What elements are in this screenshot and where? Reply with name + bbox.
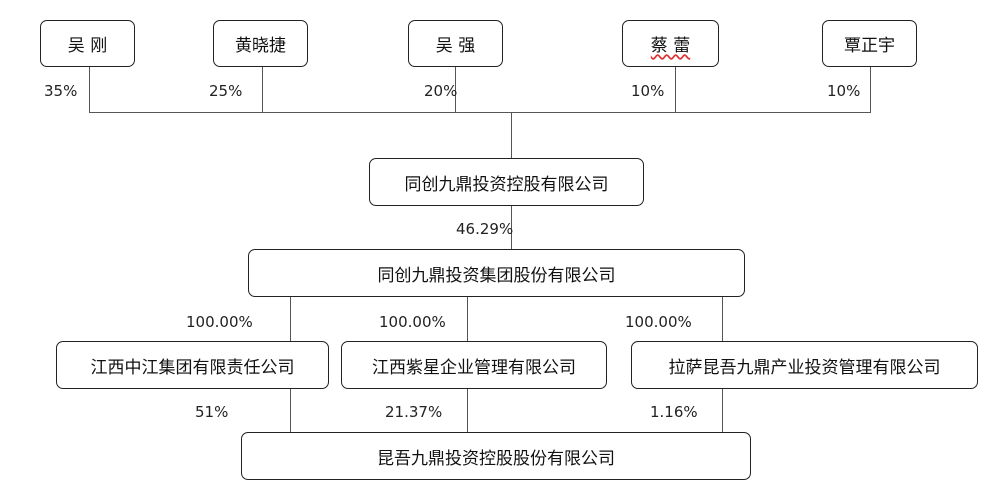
connector-line (290, 297, 291, 341)
shareholder-box: 吴 刚 (40, 20, 135, 67)
group-to-subsidiary-pct: 100.00% (186, 313, 253, 331)
holding-company-box: 同创九鼎投资控股有限公司 (369, 158, 644, 206)
shareholder-box: 蔡 蕾 (622, 20, 719, 67)
connector-line (722, 297, 723, 341)
connector-line (722, 389, 723, 432)
shareholder-pct: 10% (827, 82, 861, 100)
group-to-subsidiary-pct: 100.00% (379, 313, 446, 331)
subsidiary-name: 江西中江集团有限责任公司 (90, 357, 295, 378)
subsidiary-box: 江西中江集团有限责任公司 (56, 341, 329, 389)
shareholder-pct: 10% (631, 82, 665, 100)
holding-company-name: 同创九鼎投资控股有限公司 (404, 174, 609, 195)
connector-line (511, 112, 512, 158)
holding-pct: 46.29% (456, 220, 514, 238)
subsidiary-to-target-pct: 21.37% (385, 403, 443, 421)
shareholder-name: 黄晓捷 (235, 36, 286, 56)
shareholder-box: 黄晓捷 (213, 20, 308, 67)
shareholder-name: 覃正宇 (844, 36, 895, 56)
shareholder-pct: 25% (209, 82, 243, 100)
target-company-box: 昆吾九鼎投资控股股份有限公司 (241, 432, 751, 480)
connector-line (467, 389, 468, 432)
shareholder-box: 吴 强 (408, 20, 503, 67)
shareholder-name: 吴 刚 (67, 36, 108, 56)
connector-line (870, 67, 871, 112)
connector-line (455, 67, 456, 112)
group-to-subsidiary-pct: 100.00% (625, 313, 692, 331)
group-company-name: 同创九鼎投资集团股份有限公司 (377, 265, 616, 286)
target-company-name: 昆吾九鼎投资控股股份有限公司 (377, 448, 615, 469)
connector-line (89, 112, 871, 113)
subsidiary-box: 拉萨昆吾九鼎产业投资管理有限公司 (631, 341, 978, 389)
connector-line (511, 206, 512, 249)
group-company-box: 同创九鼎投资集团股份有限公司 (248, 249, 745, 297)
shareholder-pct: 35% (44, 82, 78, 100)
shareholder-name: 蔡 蕾 (650, 36, 691, 56)
subsidiary-to-target-pct: 51% (195, 403, 229, 421)
connector-line (467, 297, 468, 341)
subsidiary-name: 江西紫星企业管理有限公司 (372, 357, 576, 378)
subsidiary-box: 江西紫星企业管理有限公司 (341, 341, 607, 389)
subsidiary-name: 拉萨昆吾九鼎产业投资管理有限公司 (668, 357, 941, 378)
shareholder-pct: 20% (424, 82, 458, 100)
connector-line (290, 389, 291, 432)
connector-line (675, 67, 676, 112)
connector-line (89, 67, 90, 112)
connector-line (262, 67, 263, 112)
shareholder-box: 覃正宇 (822, 20, 917, 67)
shareholder-name: 吴 强 (435, 36, 476, 56)
subsidiary-to-target-pct: 1.16% (650, 403, 698, 421)
